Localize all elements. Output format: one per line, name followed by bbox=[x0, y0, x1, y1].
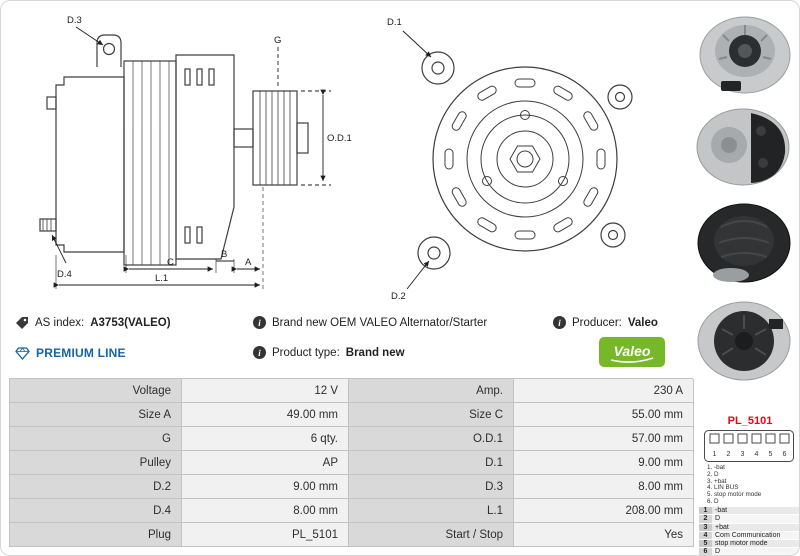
spec-value: 208.00 mm bbox=[514, 499, 694, 523]
spec-label: O.D.1 bbox=[349, 427, 514, 451]
spec-label: Start / Stop bbox=[349, 523, 514, 547]
diamond-icon bbox=[15, 346, 30, 360]
as-index-value: A3753(VALEO) bbox=[90, 317, 171, 329]
pin-desc: D bbox=[712, 548, 799, 555]
spec-value: 57.00 mm bbox=[514, 427, 694, 451]
product-photo-1[interactable] bbox=[691, 7, 797, 99]
info-icon: i bbox=[253, 316, 266, 329]
dim-label-d4: D.4 bbox=[57, 269, 72, 280]
spec-value: 6 qty. bbox=[182, 427, 349, 451]
pin-desc: stop motor mode bbox=[712, 540, 799, 549]
pin-number: 4 bbox=[699, 531, 712, 541]
plug-pin-number: 6 bbox=[783, 451, 787, 458]
pin-number: 2 bbox=[699, 515, 712, 524]
product-type-value: Brand new bbox=[345, 346, 405, 359]
dim-label-g: G bbox=[274, 35, 281, 46]
plug-legend-item: 3. +bat bbox=[707, 477, 727, 485]
pin-row: 4 Com Communication bbox=[699, 531, 799, 541]
pin-desc: -bat bbox=[712, 507, 799, 516]
spec-value: 55.00 mm bbox=[514, 403, 694, 427]
dim-label-c: C bbox=[167, 257, 174, 268]
dim-label-od1: O.D.1 bbox=[327, 133, 352, 144]
spec-label: D.2 bbox=[10, 475, 182, 499]
plug-pin-number: 3 bbox=[741, 451, 745, 458]
plug-legend-item: 5. stop motor mode bbox=[707, 491, 762, 499]
spec-label: Plug bbox=[10, 523, 182, 547]
spec-label: Size C bbox=[349, 403, 514, 427]
spec-value: AP bbox=[182, 451, 349, 475]
tag-icon bbox=[16, 317, 28, 329]
description-text: Brand new OEM VALEO Alternator/Starter bbox=[272, 316, 488, 329]
technical-drawing-front: D.1 D.2 bbox=[387, 17, 633, 302]
pin-number: 6 bbox=[699, 548, 712, 555]
plug-diagram: 1 2 3 4 5 6 bbox=[704, 430, 794, 462]
as-index: AS index: A3753(VALEO) bbox=[15, 316, 171, 330]
producer-value: Valeo bbox=[627, 316, 658, 329]
info-icon: i bbox=[253, 346, 266, 359]
spec-value: 8.00 mm bbox=[182, 499, 349, 523]
producer-label: Producer: bbox=[572, 316, 622, 329]
valeo-logo: Valeo bbox=[599, 337, 665, 367]
valeo-logo-text: Valeo bbox=[614, 343, 651, 359]
plug-legend-item: 2. D bbox=[707, 470, 719, 478]
dim-label-l1: L.1 bbox=[155, 273, 168, 284]
spec-label: Size A bbox=[10, 403, 182, 427]
as-index-label: AS index: bbox=[35, 317, 85, 329]
pin-desc: +bat bbox=[712, 523, 799, 532]
info-icon: i bbox=[553, 316, 566, 329]
plug-legend-item: 4. LIN BUS bbox=[707, 484, 739, 492]
plug-pin-number: 1 bbox=[713, 451, 717, 458]
dim-label-a: A bbox=[245, 257, 252, 268]
spec-value: 9.00 mm bbox=[514, 451, 694, 475]
spec-value: 49.00 mm bbox=[182, 403, 349, 427]
spec-label: D.3 bbox=[349, 475, 514, 499]
pin-number: 5 bbox=[699, 540, 712, 549]
spec-value: PL_5101 bbox=[182, 523, 349, 547]
product-description: i Brand new OEM VALEO Alternator/Starter bbox=[253, 316, 487, 329]
premium-line: PREMIUM LINE bbox=[15, 346, 126, 360]
pin-row: 5 stop motor mode bbox=[699, 540, 799, 549]
spec-label: L.1 bbox=[349, 499, 514, 523]
pin-row: 2 D bbox=[699, 515, 799, 524]
premium-line-label: PREMIUM LINE bbox=[36, 346, 126, 360]
spec-value: Yes bbox=[514, 523, 694, 547]
plug-legend: 1. -bat 2. D 3. +bat 4. LIN BUS 5. stop … bbox=[707, 464, 762, 506]
dim-label-b: B bbox=[221, 249, 227, 260]
technical-drawing-side: D.3 G O.D.1 D.4 C B A L.1 bbox=[39, 15, 352, 289]
pin-number: 3 bbox=[699, 523, 712, 532]
spec-label: G bbox=[10, 427, 182, 451]
dim-label-d1: D.1 bbox=[387, 17, 402, 28]
spec-label: Voltage bbox=[10, 379, 182, 403]
plug-pin-table: 1 -bat 2 D 3 +bat 4 Com Communication 5 … bbox=[699, 507, 799, 555]
dim-label-d3: D.3 bbox=[67, 15, 82, 26]
product-type-label: Product type: bbox=[272, 346, 340, 359]
spec-label: Pulley bbox=[10, 451, 182, 475]
product-photo-2[interactable] bbox=[691, 101, 797, 193]
plug-pin-number: 2 bbox=[727, 451, 731, 458]
spec-label: D.1 bbox=[349, 451, 514, 475]
producer: i Producer: Valeo bbox=[553, 316, 658, 329]
pin-desc: D bbox=[712, 515, 799, 524]
product-photo-3[interactable] bbox=[691, 197, 797, 289]
spec-label: Amp. bbox=[349, 379, 514, 403]
product-photo-4[interactable] bbox=[691, 295, 797, 387]
pin-desc: Com Communication bbox=[712, 531, 799, 541]
spec-table: Voltage 12 V Amp. 230 A Size A 49.00 mm … bbox=[9, 378, 694, 547]
spec-value: 230 A bbox=[514, 379, 694, 403]
pin-row: 6 D bbox=[699, 548, 799, 555]
plug-pin-number: 4 bbox=[755, 451, 759, 458]
spec-value: 9.00 mm bbox=[182, 475, 349, 499]
plug-pin-number: 5 bbox=[769, 451, 773, 458]
product-type: i Product type: Brand new bbox=[253, 346, 405, 359]
plug-name: PL_5101 bbox=[727, 415, 773, 427]
plug-legend-item: 6. D bbox=[707, 497, 719, 505]
pin-number: 1 bbox=[699, 507, 712, 516]
pin-row: 1 -bat bbox=[699, 507, 799, 516]
spec-value: 12 V bbox=[182, 379, 349, 403]
plug-legend-item: 1. -bat bbox=[707, 464, 725, 471]
spec-value: 8.00 mm bbox=[514, 475, 694, 499]
dim-label-d2: D.2 bbox=[391, 291, 406, 302]
pin-row: 3 +bat bbox=[699, 523, 799, 532]
spec-label: D.4 bbox=[10, 499, 182, 523]
